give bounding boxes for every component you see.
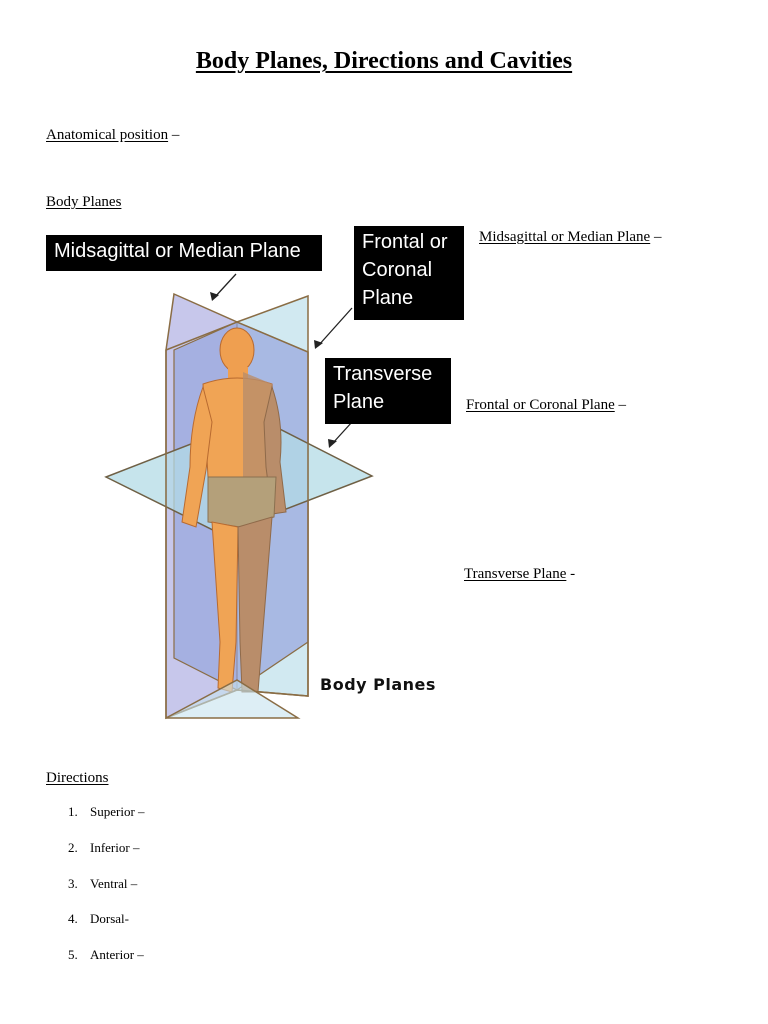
list-text: Anterior – <box>90 947 144 962</box>
plane-def-frontal-label: Frontal or Coronal Plane <box>466 397 615 413</box>
frontal-arrow-icon <box>314 340 323 349</box>
body-planes-figure: Midsagittal or Median Plane Frontal or C… <box>40 222 480 722</box>
list-text: Dorsal- <box>90 911 129 926</box>
list-number: 5. <box>68 947 78 962</box>
anatomical-position-dash: – <box>168 127 180 143</box>
callout-frontal: Frontal or Coronal Plane <box>354 226 464 320</box>
figure-left-arm <box>181 385 213 528</box>
list-number: 4. <box>68 911 78 926</box>
list-number: 3. <box>68 876 78 891</box>
body-planes-illustration <box>104 273 374 720</box>
list-text: Ventral – <box>90 876 138 891</box>
direction-item-superior: 1. Superior – <box>68 804 145 820</box>
plane-def-frontal-dash: – <box>614 397 626 413</box>
transverse-arrow-icon <box>328 439 337 448</box>
anatomical-position-line: Anatomical position – <box>46 127 179 144</box>
plane-def-transverse: Transverse Plane - <box>464 566 575 583</box>
plane-def-transverse-dash: - <box>566 566 576 582</box>
direction-item-anterior: 5. Anterior – <box>68 947 144 963</box>
plane-def-frontal: Frontal or Coronal Plane – <box>466 397 626 414</box>
figure-head <box>219 327 255 373</box>
plane-def-transverse-label: Transverse Plane <box>464 566 567 582</box>
list-text: Superior – <box>90 804 145 819</box>
list-number: 2. <box>68 840 78 855</box>
figure-caption: Body Planes <box>320 675 436 694</box>
callout-midsagittal: Midsagittal or Median Plane <box>46 235 322 271</box>
directions-heading: Directions <box>46 770 109 786</box>
direction-item-inferior: 2. Inferior – <box>68 840 139 856</box>
plane-def-midsagittal-dash: – <box>650 229 662 245</box>
callout-frontal-line2: Coronal <box>362 259 433 281</box>
callout-frontal-line3: Plane <box>362 287 414 309</box>
plane-def-midsagittal-label: Midsagittal or Median Plane <box>479 229 651 245</box>
callout-transverse-line2: Plane <box>333 391 385 413</box>
midsagittal-arrow-icon <box>210 292 219 301</box>
callout-transverse: Transverse Plane <box>325 358 451 424</box>
plane-def-midsagittal: Midsagittal or Median Plane – <box>479 229 661 246</box>
list-text: Inferior – <box>90 840 140 855</box>
callout-transverse-line1: Transverse <box>333 363 433 385</box>
anatomical-position-label: Anatomical position <box>46 127 169 143</box>
callout-frontal-line1: Frontal or <box>362 231 448 253</box>
body-planes-heading: Body Planes <box>46 194 122 210</box>
list-number: 1. <box>68 804 78 819</box>
direction-item-ventral: 3. Ventral – <box>68 876 137 892</box>
page-title: Body Planes, Directions and Cavities <box>195 48 573 74</box>
direction-item-dorsal: 4. Dorsal- <box>68 911 129 927</box>
